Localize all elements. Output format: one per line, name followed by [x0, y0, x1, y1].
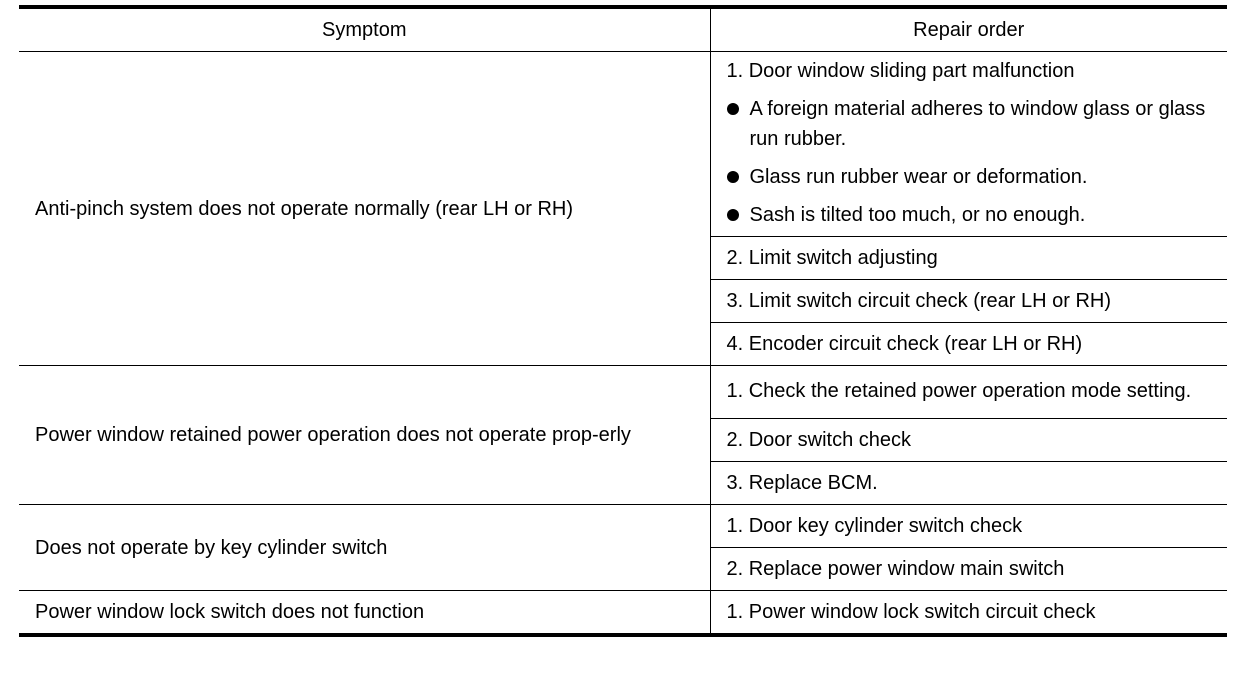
symptom-cell: Power window lock switch does not functi… [19, 590, 711, 637]
bullet-icon [726, 171, 739, 183]
table-row: Power window lock switch does not functi… [19, 590, 1227, 637]
table-row: Anti-pinch system does not operate norma… [19, 51, 1227, 366]
table-row: 2. Limit switch adjusting [19, 236, 1227, 280]
bullet-item: Sash is tilted too much, or no enough. [726, 200, 1212, 230]
bullet-icon [726, 209, 739, 221]
table-row: 3. Limit switch circuit check (rear LH o… [19, 279, 1227, 323]
repair-order-column-header: Repair order [710, 5, 1227, 52]
table-row: Does not operate by key cylinder switch … [19, 504, 1227, 591]
bullet-item: Glass run rubber wear or deformation. [726, 162, 1212, 192]
repair-step-cell: 2. Limit switch adjusting [710, 236, 1227, 280]
table-header-row: Symptom Repair order [19, 5, 1227, 52]
symptom-column-header: Symptom [19, 5, 711, 52]
table-row: Power window retained power operation do… [19, 365, 1227, 505]
repair-step-cell: 1. Door key cylinder switch check [710, 504, 1227, 548]
symptom-cell: Anti-pinch system does not operate norma… [19, 51, 711, 366]
repair-step: 1. Door window sliding part malfunction [726, 60, 1075, 82]
repair-step-cell: 1. Power window lock switch circuit chec… [710, 590, 1227, 637]
repair-step-cell: 2. Door switch check [710, 418, 1227, 462]
table-row: 4. Encoder circuit check (rear LH or RH) [19, 322, 1227, 366]
bullet-item: A foreign material adheres to window gla… [726, 94, 1212, 154]
repair-step-cell: 1. Check the retained power operation mo… [710, 365, 1227, 419]
table-row: 2. Replace power window main switch [19, 547, 1227, 591]
symptom-cell: Power window retained power operation do… [19, 365, 711, 505]
symptom-cell: Does not operate by key cylinder switch [19, 504, 711, 591]
repair-step-cell: 2. Replace power window main switch [710, 547, 1227, 591]
repair-step-cell: 3. Replace BCM. [710, 461, 1227, 505]
bullet-text: Sash is tilted too much, or no enough. [749, 204, 1086, 226]
bullet-text: Glass run rubber wear or deformation. [749, 166, 1088, 188]
table-row: 2. Door switch check [19, 418, 1227, 462]
table-row: 3. Replace BCM. [19, 461, 1227, 505]
repair-order-table: Symptom Repair order Anti-pinch system d… [19, 5, 1227, 637]
repair-step-cell: 1. Door window sliding part malfunction … [710, 52, 1227, 237]
repair-step-cell: 4. Encoder circuit check (rear LH or RH) [710, 322, 1227, 366]
repair-step-cell: 3. Limit switch circuit check (rear LH o… [710, 279, 1227, 323]
bullet-text: A foreign material adheres to window gla… [749, 98, 1206, 150]
bullet-icon [726, 103, 739, 115]
